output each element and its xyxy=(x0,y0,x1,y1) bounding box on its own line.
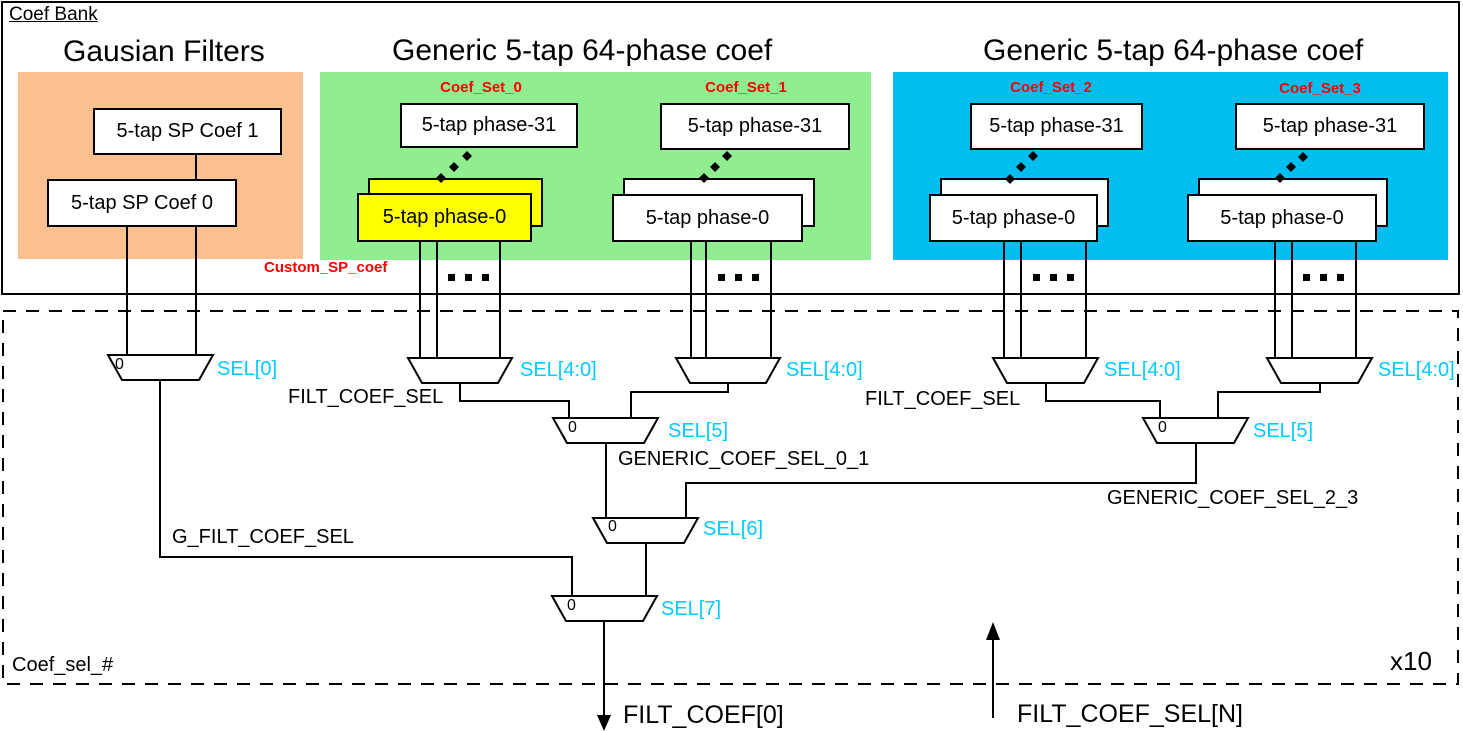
coef-set3-label: Coef_Set_3 xyxy=(1279,80,1361,97)
set1-phase31-label: 5-tap phase-31 xyxy=(687,115,823,137)
set0-phase31-label: 5-tap phase-31 xyxy=(421,114,557,136)
gaussian-region xyxy=(18,72,303,259)
mux-sel40-set3 xyxy=(1265,357,1374,384)
set1-phase31-box: 5-tap phase-31 xyxy=(660,103,850,150)
wire-set2-to-sel5 xyxy=(1045,383,1161,418)
set2-phase0-label: 5-tap phase-0 xyxy=(951,206,1076,229)
sel7-label: SEL[7] xyxy=(661,598,722,620)
mux-sel6-zero: 0 xyxy=(608,518,617,535)
down-arrowhead xyxy=(597,715,611,731)
set1-phase0-label: 5-tap phase-0 xyxy=(645,206,770,229)
mux-sel5-left-zero: 0 xyxy=(568,419,577,436)
coef-set0-label: Coef_Set_0 xyxy=(440,79,522,96)
generic-coef-sel-2-3-label: GENERIC_COEF_SEL_2_3 xyxy=(1107,487,1359,509)
generic-left-heading: Generic 5-tap 64-phase coef xyxy=(392,34,773,67)
coef-sel-region-label: Coef_sel_# xyxy=(12,654,114,676)
set2-phase31-label: 5-tap phase-31 xyxy=(989,115,1124,137)
sel40-set3-label: SEL[4:0] xyxy=(1378,359,1455,381)
mux-sel40-set1 xyxy=(674,357,782,384)
wire-set0-to-sel5 xyxy=(459,383,570,418)
up-arrowhead xyxy=(986,622,1000,640)
set3-phase0-box: 5-tap phase-0 xyxy=(1187,194,1377,242)
filt-coef-sel-input-label: FILT_COEF_SEL[N] xyxy=(1017,700,1243,728)
mux-sel7-zero: 0 xyxy=(567,597,576,614)
mux-sel40-set2 xyxy=(991,357,1100,384)
coef-set2-label: Coef_Set_2 xyxy=(1010,79,1092,96)
mux-sel5-right-zero: 0 xyxy=(1158,419,1167,436)
set3-phase31-label: 5-tap phase-31 xyxy=(1262,115,1398,137)
sel0-label: SEL[0] xyxy=(217,358,278,380)
sp-coef1-box: 5-tap SP Coef 1 xyxy=(93,108,282,155)
mux-sel40-set0 xyxy=(406,357,514,384)
sel5-left-label: SEL[5] xyxy=(668,420,729,442)
g-filt-coef-sel-label: G_FILT_COEF_SEL xyxy=(172,526,354,548)
set0-phase31-box: 5-tap phase-31 xyxy=(400,103,578,148)
multiplier-label: x10 xyxy=(1390,646,1432,676)
sel6-label: SEL[6] xyxy=(703,518,764,540)
filt-coef-sel-right-label: FILT_COEF_SEL xyxy=(865,388,1021,410)
set0-phase0-box: 5-tap phase-0 xyxy=(357,193,532,242)
sel5-right-label: SEL[5] xyxy=(1253,420,1314,442)
set3-phase31-box: 5-tap phase-31 xyxy=(1235,103,1425,150)
generic-coef-sel-0-1-label: GENERIC_COEF_SEL_0_1 xyxy=(618,448,870,470)
wire-set3-to-sel5 xyxy=(1217,383,1321,418)
set3-phase0-label: 5-tap phase-0 xyxy=(1220,206,1344,229)
coef-set1-label: Coef_Set_1 xyxy=(705,79,787,96)
sp-coef0-box: 5-tap SP Coef 0 xyxy=(47,179,237,227)
set1-phase0-box: 5-tap phase-0 xyxy=(612,194,803,242)
sel40-set0-label: SEL[4:0] xyxy=(520,359,597,381)
mux-sel0-zero: 0 xyxy=(115,356,124,373)
generic-right-heading: Generic 5-tap 64-phase coef xyxy=(983,34,1364,67)
custom-sp-coef-label: Custom_SP_coef xyxy=(264,259,388,276)
sp-coef1-label: 5-tap SP Coef 1 xyxy=(116,120,259,142)
sel40-set2-label: SEL[4:0] xyxy=(1104,359,1181,381)
wire-set1-to-sel5 xyxy=(630,383,729,418)
wire-g-filt-coef-sel xyxy=(159,380,573,596)
set0-phase0-label: 5-tap phase-0 xyxy=(382,206,507,228)
gaussian-heading: Gausian Filters xyxy=(63,35,265,68)
sp-coef0-label: 5-tap SP Coef 0 xyxy=(71,191,213,214)
set2-phase31-box: 5-tap phase-31 xyxy=(970,103,1143,150)
sel40-set1-label: SEL[4:0] xyxy=(786,359,863,381)
filt-coef-output-label: FILT_COEF[0] xyxy=(623,701,784,729)
coef-bank-title: Coef Bank xyxy=(9,4,98,25)
set2-phase0-box: 5-tap phase-0 xyxy=(929,194,1098,242)
filt-coef-sel-left-label: FILT_COEF_SEL xyxy=(288,386,444,408)
